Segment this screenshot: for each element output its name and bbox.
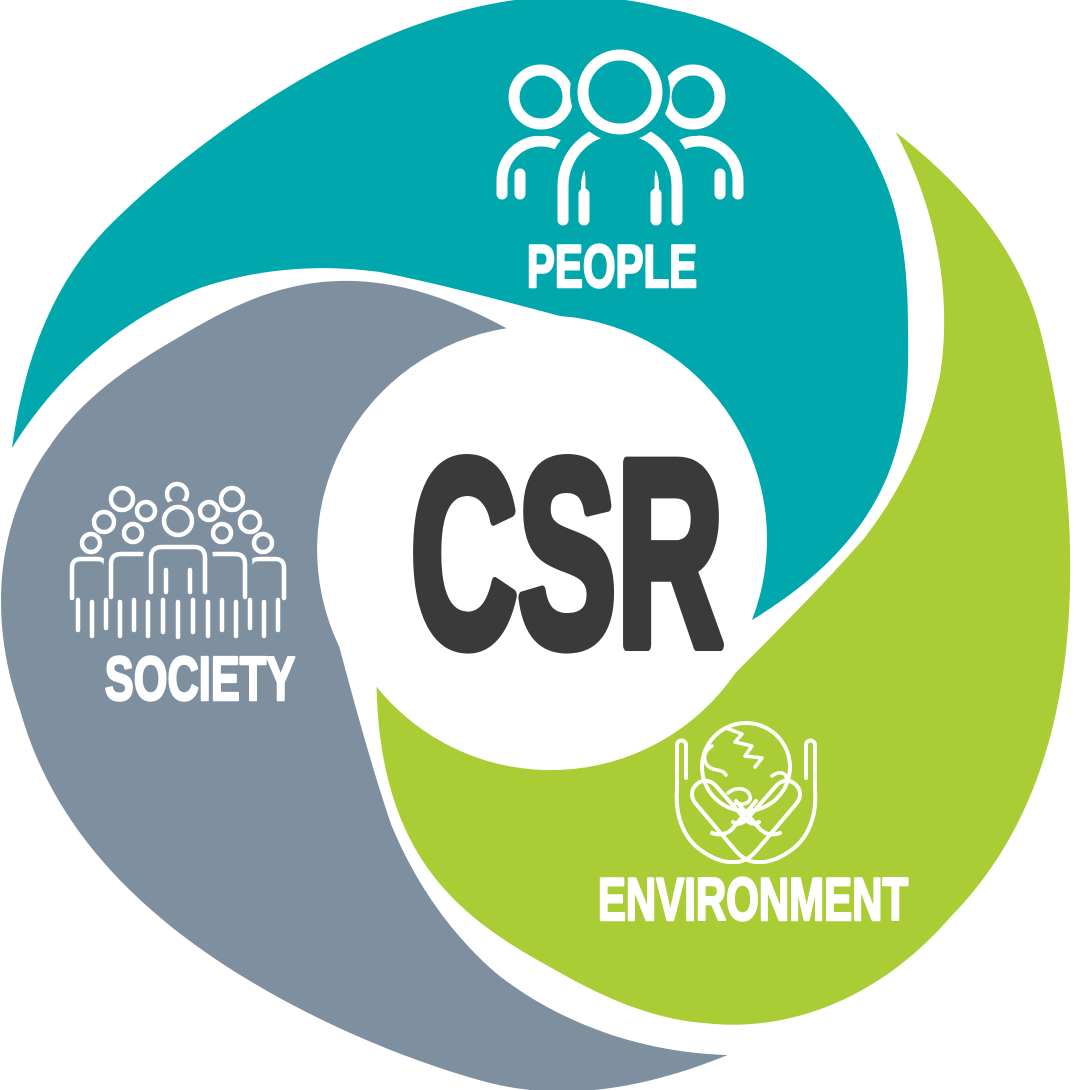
people-label-group: PEOPLE: [526, 232, 698, 301]
center-label-group: CSR: [410, 406, 723, 702]
csr-center-label-outline: CSR: [410, 406, 723, 702]
society-crowd-icon: [69, 481, 287, 640]
hands-holding-earth-icon: [674, 721, 818, 864]
csr-center-label: CSR: [410, 406, 723, 702]
society-label-group: SOCIETY: [104, 645, 297, 715]
environment-label-group: ENVIRONMENT: [597, 865, 910, 934]
environment-label: ENVIRONMENT: [598, 866, 909, 933]
right-hand-icon: [690, 738, 818, 864]
people-label: PEOPLE: [527, 233, 697, 300]
people-group-icon: [496, 42, 744, 238]
society-label: SOCIETY: [105, 646, 295, 714]
